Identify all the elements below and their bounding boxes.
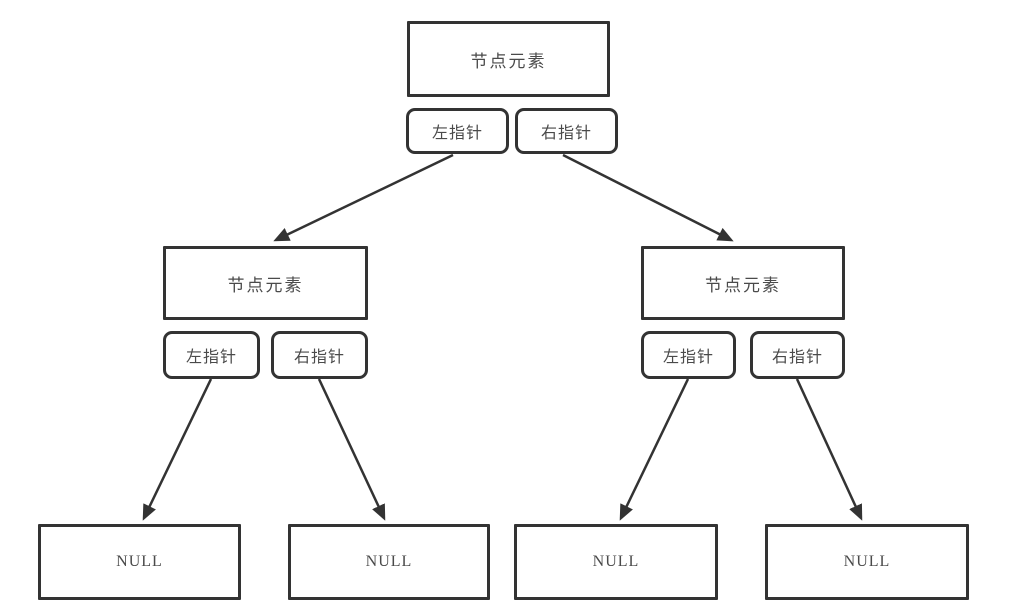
null-leaf-label-4: NULL: [843, 553, 891, 570]
root-node-element-label: 节点元素: [470, 51, 547, 71]
arrow-right-child-right-pointer-to-null-4: [795, 378, 863, 521]
null-leaf-box-2: NULL: [288, 524, 490, 600]
left-child-left-pointer-box: 左指针: [163, 331, 260, 379]
null-leaf-label-3: NULL: [592, 553, 640, 570]
null-leaf-label-2: NULL: [365, 553, 413, 570]
null-leaf-label-1: NULL: [116, 553, 163, 570]
null-leaf-box-3: NULL: [514, 524, 718, 600]
right-child-right-pointer-label: 右指针: [771, 349, 823, 366]
root-right-pointer-label: 右指针: [540, 125, 592, 142]
arrow-left-child-right-pointer-to-null-2: [317, 378, 386, 521]
left-child-node-element-label: 节点元素: [227, 275, 304, 295]
root-right-pointer-box: 右指针: [515, 108, 618, 154]
arrow-right-child-left-pointer-to-null-3: [619, 378, 690, 521]
arrow-root-left-pointer-to-left-child: [273, 153, 454, 242]
right-child-left-pointer-label: 左指针: [662, 349, 714, 366]
left-child-node-element-box: 节点元素: [163, 246, 368, 320]
arrow-left-child-left-pointer-to-null-1: [142, 378, 213, 521]
right-child-node-element-box: 节点元素: [641, 246, 845, 320]
right-child-left-pointer-box: 左指针: [641, 331, 736, 379]
null-leaf-box-1: NULL: [38, 524, 241, 600]
right-child-node-element-label: 节点元素: [705, 275, 781, 295]
left-child-right-pointer-box: 右指针: [271, 331, 368, 379]
left-child-left-pointer-label: 左指针: [185, 349, 237, 366]
root-left-pointer-label: 左指针: [431, 125, 483, 142]
root-left-pointer-box: 左指针: [406, 108, 509, 154]
arrow-root-right-pointer-to-right-child: [562, 153, 734, 242]
left-child-right-pointer-label: 右指针: [293, 349, 345, 366]
root-node-element-box: 节点元素: [407, 21, 610, 97]
right-child-right-pointer-box: 右指针: [750, 331, 845, 379]
null-leaf-box-4: NULL: [765, 524, 969, 600]
